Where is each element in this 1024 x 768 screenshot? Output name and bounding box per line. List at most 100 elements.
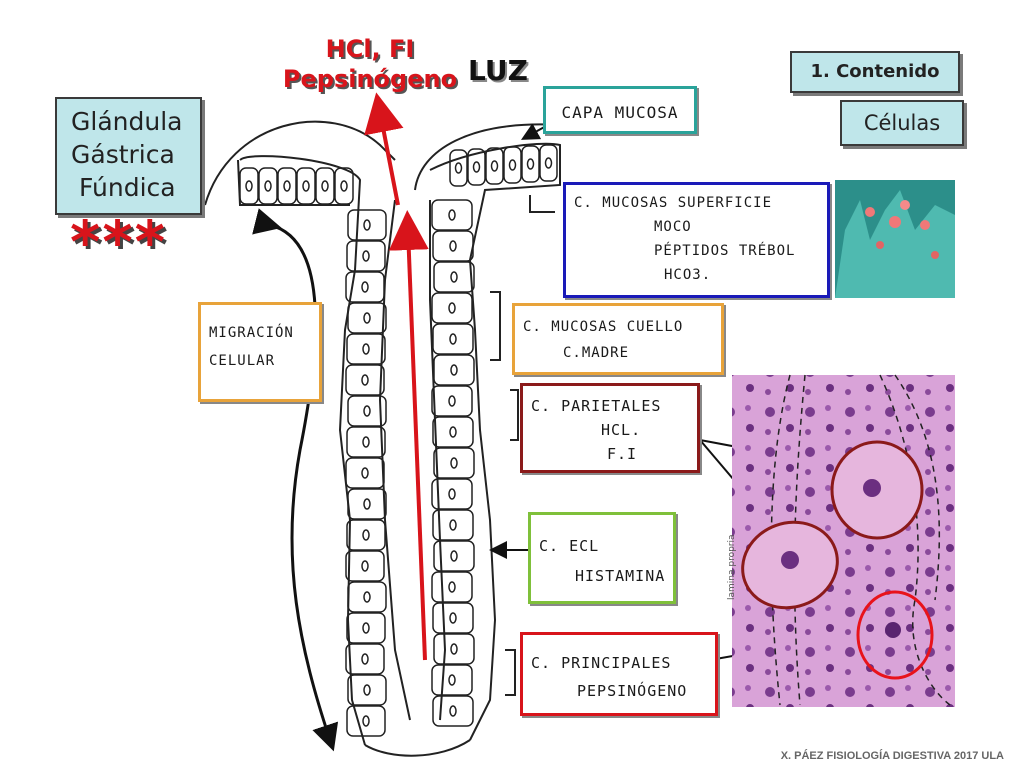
cell bbox=[433, 261, 475, 293]
cell-nucleus bbox=[449, 705, 457, 717]
cell bbox=[432, 323, 474, 355]
cell bbox=[296, 167, 316, 205]
cell bbox=[431, 385, 473, 417]
parietales-l2: F.I bbox=[607, 445, 638, 463]
cell bbox=[431, 292, 473, 324]
cell bbox=[433, 354, 475, 386]
cell-nucleus bbox=[362, 529, 370, 541]
cell-nucleus bbox=[449, 240, 457, 252]
cell bbox=[346, 612, 386, 644]
cell-nucleus bbox=[361, 653, 369, 665]
histology-image bbox=[732, 374, 955, 707]
secretion-line1: HCl, FI bbox=[325, 35, 415, 63]
secretion-arrow-upper bbox=[364, 92, 404, 206]
cell-nucleus bbox=[363, 405, 371, 417]
cell bbox=[539, 144, 558, 182]
cell-nucleus bbox=[283, 180, 291, 192]
cell-nucleus bbox=[448, 209, 456, 221]
superficie-box: C. MUCOSAS SUPERFICIE MOCO PÉPTIDOS TRÉB… bbox=[563, 182, 830, 298]
cell bbox=[431, 478, 473, 510]
cell bbox=[433, 447, 475, 479]
cell-nucleus bbox=[448, 395, 456, 407]
superficie-l1: MOCO bbox=[654, 219, 692, 235]
cell-nucleus bbox=[245, 180, 253, 192]
cell bbox=[432, 230, 474, 262]
cell-nucleus bbox=[363, 219, 371, 231]
cell bbox=[345, 457, 385, 489]
superficie-title: C. MUCOSAS SUPERFICIE bbox=[574, 195, 773, 211]
cell bbox=[503, 146, 522, 184]
cell bbox=[347, 395, 387, 427]
cell-nucleus bbox=[449, 426, 457, 438]
superficie-l2: PÉPTIDOS TRÉBOL bbox=[654, 243, 796, 259]
cell bbox=[345, 550, 385, 582]
cell bbox=[345, 271, 385, 303]
parietales-title: C. PARIETALES bbox=[531, 397, 662, 415]
cell-nucleus bbox=[362, 250, 370, 262]
footer-credit: X. PÁEZ FISIOLOGÍA DIGESTIVA 2017 ULA bbox=[780, 750, 1004, 762]
cell-nucleus bbox=[448, 302, 456, 314]
cell-nucleus bbox=[321, 180, 329, 192]
gland-cells bbox=[239, 144, 558, 737]
cell-nucleus bbox=[361, 467, 369, 479]
contenido-box[interactable]: 1. Contenido bbox=[790, 51, 960, 93]
cell-nucleus bbox=[450, 643, 458, 655]
celulas-box[interactable]: Células bbox=[840, 100, 964, 146]
cell bbox=[347, 488, 387, 520]
cell bbox=[315, 167, 335, 205]
cell-nucleus bbox=[363, 684, 371, 696]
mucosa-micrograph bbox=[835, 180, 955, 298]
cell-nucleus bbox=[526, 158, 535, 170]
cell-nucleus bbox=[448, 488, 456, 500]
parietales-box: C. PARIETALES HCL. F.I bbox=[520, 383, 700, 473]
secretion-arrow-lower bbox=[388, 210, 429, 661]
glandula-line1: Glándula bbox=[71, 107, 183, 136]
cell-nucleus bbox=[362, 436, 370, 448]
glandula-line2: Gástrica bbox=[71, 140, 175, 169]
glandula-box: Glándula Gástrica Fúndica bbox=[55, 97, 202, 215]
cell bbox=[346, 333, 386, 365]
cell-nucleus bbox=[450, 364, 458, 376]
cell-nucleus bbox=[361, 374, 369, 386]
cell-nucleus bbox=[508, 159, 517, 171]
migracion-l2: CELULAR bbox=[209, 353, 276, 369]
cell bbox=[277, 167, 297, 205]
cell-nucleus bbox=[302, 180, 310, 192]
cell bbox=[258, 167, 278, 205]
cell-nucleus bbox=[448, 581, 456, 593]
cell bbox=[449, 149, 468, 187]
cell-nucleus bbox=[362, 622, 370, 634]
lamina-propria-label: lamina propria bbox=[727, 534, 737, 600]
brackets bbox=[490, 195, 555, 696]
lumen-label: LUZ bbox=[468, 54, 528, 87]
cell-nucleus bbox=[449, 612, 457, 624]
capa-mucosa-box: CAPA MUCOSA bbox=[543, 86, 697, 134]
cell bbox=[431, 199, 473, 231]
cell bbox=[347, 674, 387, 706]
migracion-l1: MIGRACIÓN bbox=[209, 325, 294, 341]
cell-nucleus bbox=[363, 498, 371, 510]
principales-box: C. PRINCIPALES PEPSINÓGENO bbox=[520, 632, 718, 716]
cell bbox=[485, 147, 504, 185]
ecl-box: C. ECL HISTAMINA bbox=[528, 512, 676, 604]
cell bbox=[334, 167, 354, 205]
cell bbox=[346, 426, 386, 458]
cell-nucleus bbox=[450, 457, 458, 469]
cell bbox=[432, 416, 474, 448]
cell-nucleus bbox=[544, 157, 553, 169]
cell bbox=[431, 664, 473, 696]
cell-nucleus bbox=[472, 161, 481, 173]
stars-mark: *** bbox=[70, 208, 167, 276]
cell-nucleus bbox=[449, 519, 457, 531]
cell bbox=[347, 209, 387, 241]
cell-nucleus bbox=[454, 162, 463, 174]
cell bbox=[432, 509, 474, 541]
principales-title: C. PRINCIPALES bbox=[531, 654, 672, 672]
cell bbox=[431, 571, 473, 603]
cell bbox=[347, 302, 387, 334]
cell bbox=[346, 240, 386, 272]
parietales-l1: HCL. bbox=[601, 421, 642, 439]
cell-nucleus bbox=[450, 550, 458, 562]
secretion-label: HCl, FI Pepsinógeno bbox=[280, 34, 460, 94]
cell bbox=[467, 148, 486, 186]
